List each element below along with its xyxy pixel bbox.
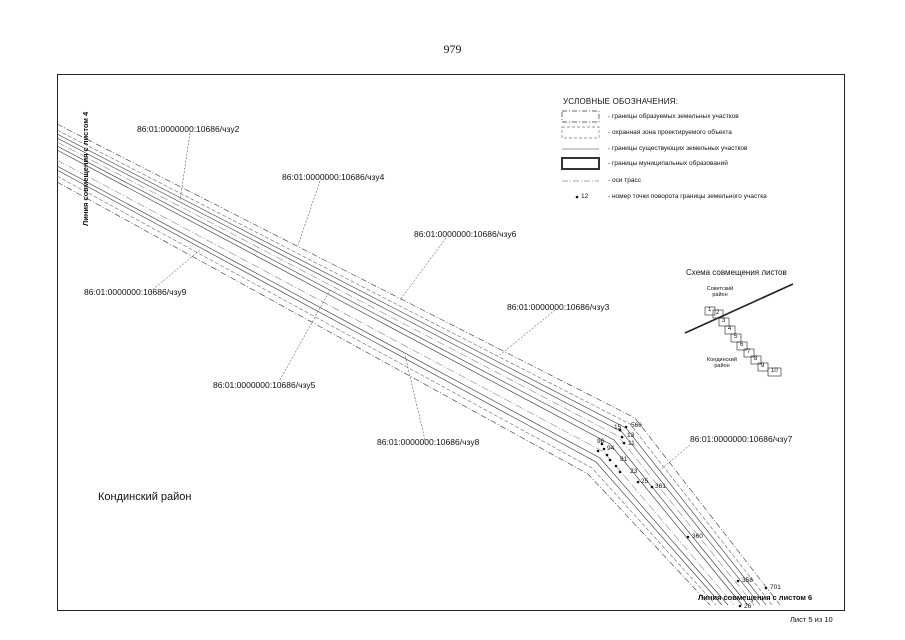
point-label: 360 [692,533,703,540]
point-label: 94 [607,445,615,452]
outer-boundary-bottom [56,181,711,606]
link-line-left-label: Линия совмещения с листом 4 [81,111,90,226]
legend-item-existing-parcels: - границы существующих земельных участко… [608,145,748,152]
point-label: 23 [630,468,638,475]
map-frame [57,74,845,611]
legend-dashed-box-icon [561,126,600,139]
legend-item-protection-zone: - охранная зона проектируемого объекта [608,129,732,136]
parcel-label-chzu9: 86:01:0000000:10686/чзу9 [84,287,187,297]
point-label: 15 [614,424,622,431]
parcel-boundary-2 [56,137,761,606]
legend-item-formed-parcels: - границы образуемых земельных участков [608,113,739,120]
scheme-sheet-boxes [704,306,782,377]
point-label: 96 [597,438,605,445]
scheme-sheet-10: 10 [771,368,778,374]
parcel-label-chzu2: 86:01:0000000:10686/чзу2 [137,124,240,134]
corridor-lines [56,123,781,606]
parcel-boundary-5 [56,165,729,606]
legend-bold-box-icon [561,157,600,170]
legend-item-route-axes: - оси трасс [608,177,641,184]
scheme-title: Схема совмещения листов [686,268,787,277]
scheme-sheet-1: 1 [708,307,712,313]
link-line-bottom-label: Линия совмещения с листом 6 [698,593,813,602]
scheme-sheet-4: 4 [728,326,732,332]
parcel-label-chzu5: 86:01:0000000:10686/чзу5 [213,380,316,390]
parcel-label-chzu3: 86:01:0000000:10686/чзу3 [507,302,610,312]
parcel-label-chzu6: 86:01:0000000:10686/чзу6 [414,229,517,239]
scheme-sheet-2: 2 [716,310,720,316]
point-label: 361 [655,483,666,490]
point-label: 358 [742,577,753,584]
point-label: 91 [620,456,628,463]
district-label: Кондинский район [98,491,192,503]
parcel-boundary-6 [56,169,723,606]
parcel-boundary-3 [56,145,749,606]
scheme-sheet-3: 3 [722,318,726,324]
point-label: 701 [770,584,781,591]
point-label: 566 [631,422,642,429]
legend-item-turning-point: - номер точки поворота границы земельног… [608,193,767,200]
scheme-sheet-6: 6 [740,342,744,348]
route-axis-1 [56,141,755,606]
scheme-district-boundary [684,283,794,334]
legend-point-sample: 12 [581,193,589,200]
parcel-label-chzu8: 86:01:0000000:10686/чзу8 [377,437,480,447]
legend-title: УСЛОВНЫЕ ОБОЗНАЧЕНИЯ: [563,97,679,106]
legend-point-marker-icon [575,195,579,199]
sheet-footer: Лист 5 из 10 [790,615,833,624]
turning-points [596,425,768,608]
scheme-district-bottom: Кондинский район [707,357,737,369]
legend-dash-dot-box-icon [561,110,600,123]
leader-lines [149,132,691,471]
scheme-sheet-9: 9 [761,363,765,369]
point-label: 25 [641,478,649,485]
point-label: 26 [744,603,752,610]
parcel-boundary-4 [56,149,743,606]
page-number: 979 [443,42,462,56]
route-axis-2 [56,159,735,606]
scheme-district-top: Советский район [706,286,734,298]
outer-boundary-top [56,123,781,606]
legend-symbols [561,110,600,199]
parcel-label-chzu7: 86:01:0000000:10686/чзу7 [690,434,793,444]
scheme-sheet-5: 5 [734,334,738,340]
point-label: 11 [628,440,635,447]
scheme-sheet-8: 8 [754,356,758,362]
scheme-sheet-7: 7 [747,349,751,355]
protection-zone-bottom [56,175,717,606]
protection-zone-top [56,129,773,606]
point-label: 13 [627,432,635,439]
scheme-of-sheets [684,283,794,377]
legend-item-municipal-borders: - границы муниципальных образований [608,160,728,167]
parcel-label-chzu4: 86:01:0000000:10686/чзу4 [282,172,385,182]
